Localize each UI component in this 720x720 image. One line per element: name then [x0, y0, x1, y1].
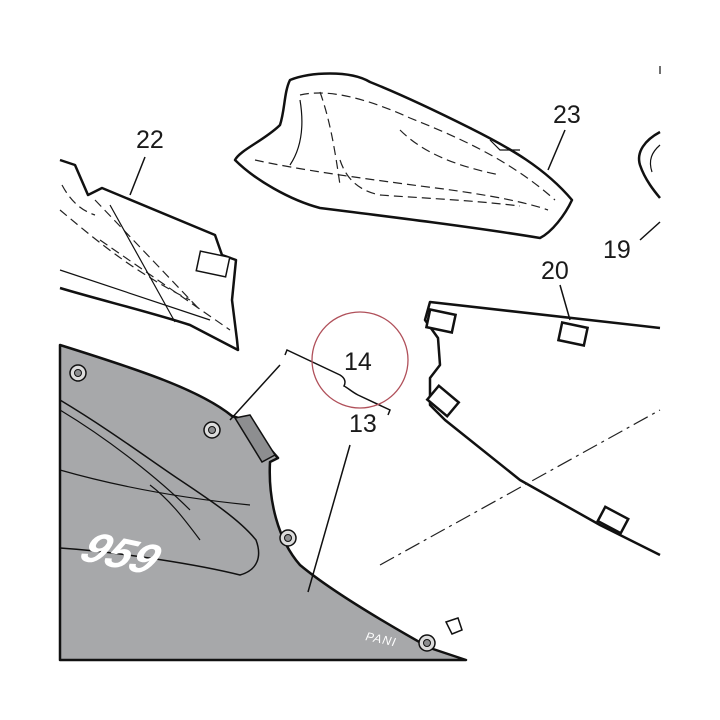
highlight-circle: [311, 311, 409, 409]
part-22-panel: [59, 158, 240, 352]
assembly-centerline: [379, 409, 661, 566]
leader-19: [639, 221, 661, 241]
fairing-bolt-3: [279, 529, 297, 547]
leader-20: [559, 284, 571, 321]
leader-14: [229, 364, 281, 421]
callout-23: 23: [553, 101, 581, 129]
part-20-slot-1: [424, 308, 458, 334]
part-22-slot: [195, 250, 231, 278]
part-20-slot-4: [596, 505, 630, 535]
fairing-bolt-1: [69, 364, 87, 382]
leader-13: [307, 444, 351, 593]
fairing-decal-suffix: PANI: [364, 629, 397, 649]
leader-23: [547, 129, 566, 171]
callout-13: 13: [349, 410, 377, 438]
fairing-cutout: [59, 399, 260, 576]
leader-22: [129, 156, 146, 196]
part-20-panel: [423, 300, 661, 557]
part-23-panel: [233, 72, 574, 240]
callout-20: 20: [541, 257, 569, 285]
part-19-piece: [637, 66, 661, 199]
fairing-body: [58, 343, 468, 662]
part-13-fairing: 959 PANI: [58, 343, 468, 662]
fairing-bolt-2: [203, 421, 221, 439]
part-20-slot-3: [425, 383, 461, 419]
fairing-bolt-4: [418, 634, 436, 652]
callout-22: 22: [136, 126, 164, 154]
assembly-bracket: [284, 348, 391, 416]
callout-19: 19: [603, 236, 631, 264]
fairing-clip: [444, 617, 463, 635]
callout-14: 14: [344, 348, 372, 376]
part-20-slot-2: [556, 321, 590, 347]
